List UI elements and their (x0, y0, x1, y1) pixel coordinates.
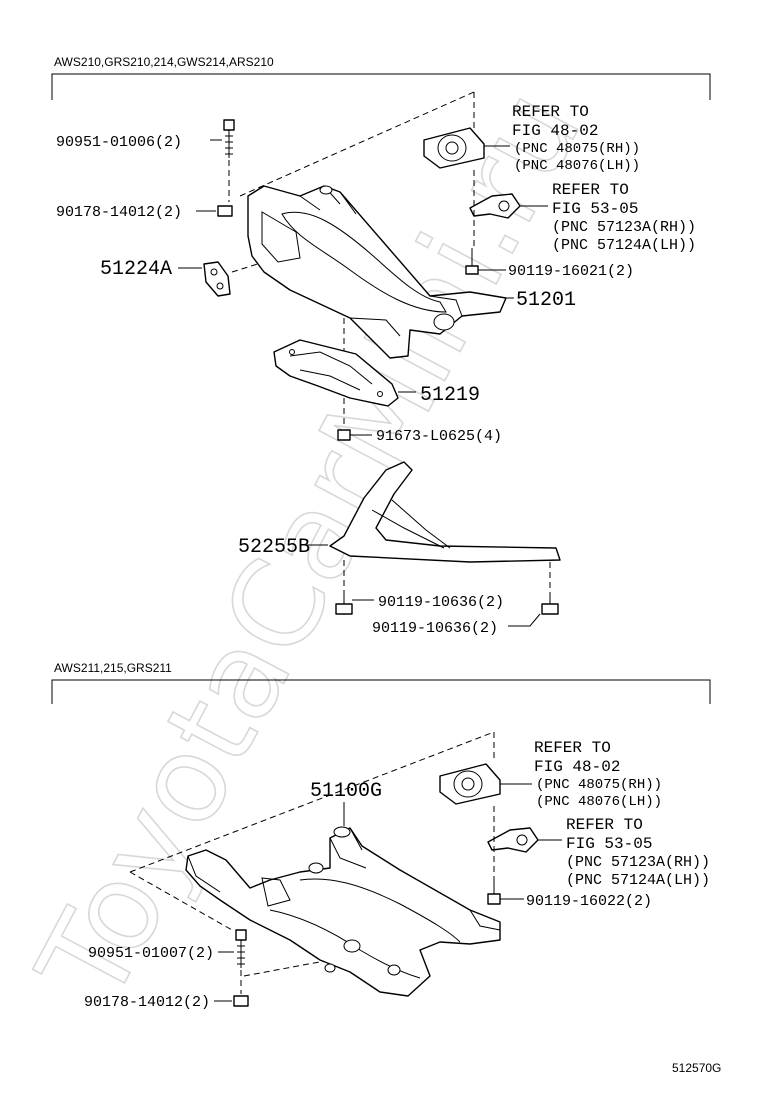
figure-code: 512570G (672, 1061, 721, 1075)
section-1-models: AWS210,GRS210,214,GWS214,ARS210 (54, 55, 274, 69)
label-51201[interactable]: 51201 (516, 289, 576, 312)
label-90119-16022[interactable]: 90119-16022(2) (526, 893, 652, 910)
label-90178-14012-2[interactable]: 90178-14012(2) (84, 994, 210, 1011)
refer-b2-line-4: (PNC 57124A(LH)) (566, 872, 710, 889)
refer-b-line-1: REFER TO (552, 181, 629, 199)
label-90951-01007[interactable]: 90951-01007(2) (88, 945, 214, 962)
top-bolt-icon (210, 119, 235, 158)
section-1: AWS210,GRS210,214,GWS214,ARS210 REFER TO… (51, 55, 711, 637)
subframe-51100G[interactable] (185, 826, 501, 997)
refer-b-line-3: (PNC 57123A(RH)) (552, 219, 696, 236)
cover-screw-icon (337, 429, 372, 441)
label-90119-10636-a[interactable]: 90119-10636(2) (378, 594, 504, 611)
section-2: AWS211,215,GRS211 REFER TO FIG 48-02 (PN… (51, 661, 711, 1011)
refer-a-line-3: (PNC 48075(RH)) (514, 141, 640, 157)
bushing-2-icon (439, 763, 532, 805)
subframe-51201[interactable] (247, 185, 514, 359)
washer-icon (196, 205, 233, 217)
refer-a2-line-4: (PNC 48076(LH)) (536, 794, 662, 810)
bracket-icon (469, 193, 548, 219)
refer-a2-line-1: REFER TO (534, 739, 611, 757)
refer-a-line-1: REFER TO (512, 103, 589, 121)
refer-a-line-4: (PNC 48076(LH)) (514, 158, 640, 174)
label-90178-14012[interactable]: 90178-14012(2) (56, 204, 182, 221)
label-51224A[interactable]: 51224A (100, 258, 172, 281)
refer-b2-line-1: REFER TO (566, 816, 643, 834)
section-2-refer-b[interactable]: REFER TO FIG 53-05 (PNC 57123A(RH)) (PNC… (566, 816, 710, 889)
label-51100G[interactable]: 51100G (310, 780, 382, 803)
washer-2-icon (214, 995, 249, 1007)
label-52255B[interactable]: 52255B (238, 536, 310, 559)
bolt-2-icon (218, 929, 247, 968)
refer-b2-line-2: FIG 53-05 (566, 835, 652, 853)
refer-b2-line-3: (PNC 57123A(RH)) (566, 854, 710, 871)
small-bracket-icon (178, 261, 231, 297)
brace-bolt-a-icon (335, 590, 374, 615)
refer-b-line-2: FIG 53-05 (552, 200, 638, 218)
section-2-refer-a[interactable]: REFER TO FIG 48-02 (PNC 48075(RH)) (PNC … (534, 739, 662, 810)
section-1-refer-b[interactable]: REFER TO FIG 53-05 (PNC 57123A(RH)) (PNC… (552, 181, 696, 254)
bracket-2-icon (487, 827, 562, 853)
refer-a2-line-3: (PNC 48075(RH)) (536, 777, 662, 793)
label-90119-16021[interactable]: 90119-16021(2) (508, 263, 634, 280)
bushing-icon (423, 127, 510, 169)
label-51219[interactable]: 51219 (420, 384, 480, 407)
label-91673-L0625[interactable]: 91673-L0625(4) (376, 428, 502, 445)
rear-bolt-icon (465, 248, 506, 275)
refer-a-line-2: FIG 48-02 (512, 122, 598, 140)
section-2-models: AWS211,215,GRS211 (54, 661, 172, 675)
refer-b-line-4: (PNC 57124A(LH)) (552, 237, 696, 254)
section-1-refer-a[interactable]: REFER TO FIG 48-02 (PNC 48075(RH)) (PNC … (512, 103, 640, 174)
label-90119-10636-b[interactable]: 90119-10636(2) (372, 620, 498, 637)
brace-52255B[interactable] (306, 461, 561, 563)
label-90951-01006[interactable]: 90951-01006(2) (56, 134, 182, 151)
brace-bolt-b-icon (508, 592, 559, 627)
cover-51219 (273, 339, 416, 407)
rear-bolt-2-icon (487, 876, 524, 905)
section-1-bracket (51, 73, 711, 100)
section-2-bracket (51, 679, 711, 704)
refer-a2-line-2: FIG 48-02 (534, 758, 620, 776)
